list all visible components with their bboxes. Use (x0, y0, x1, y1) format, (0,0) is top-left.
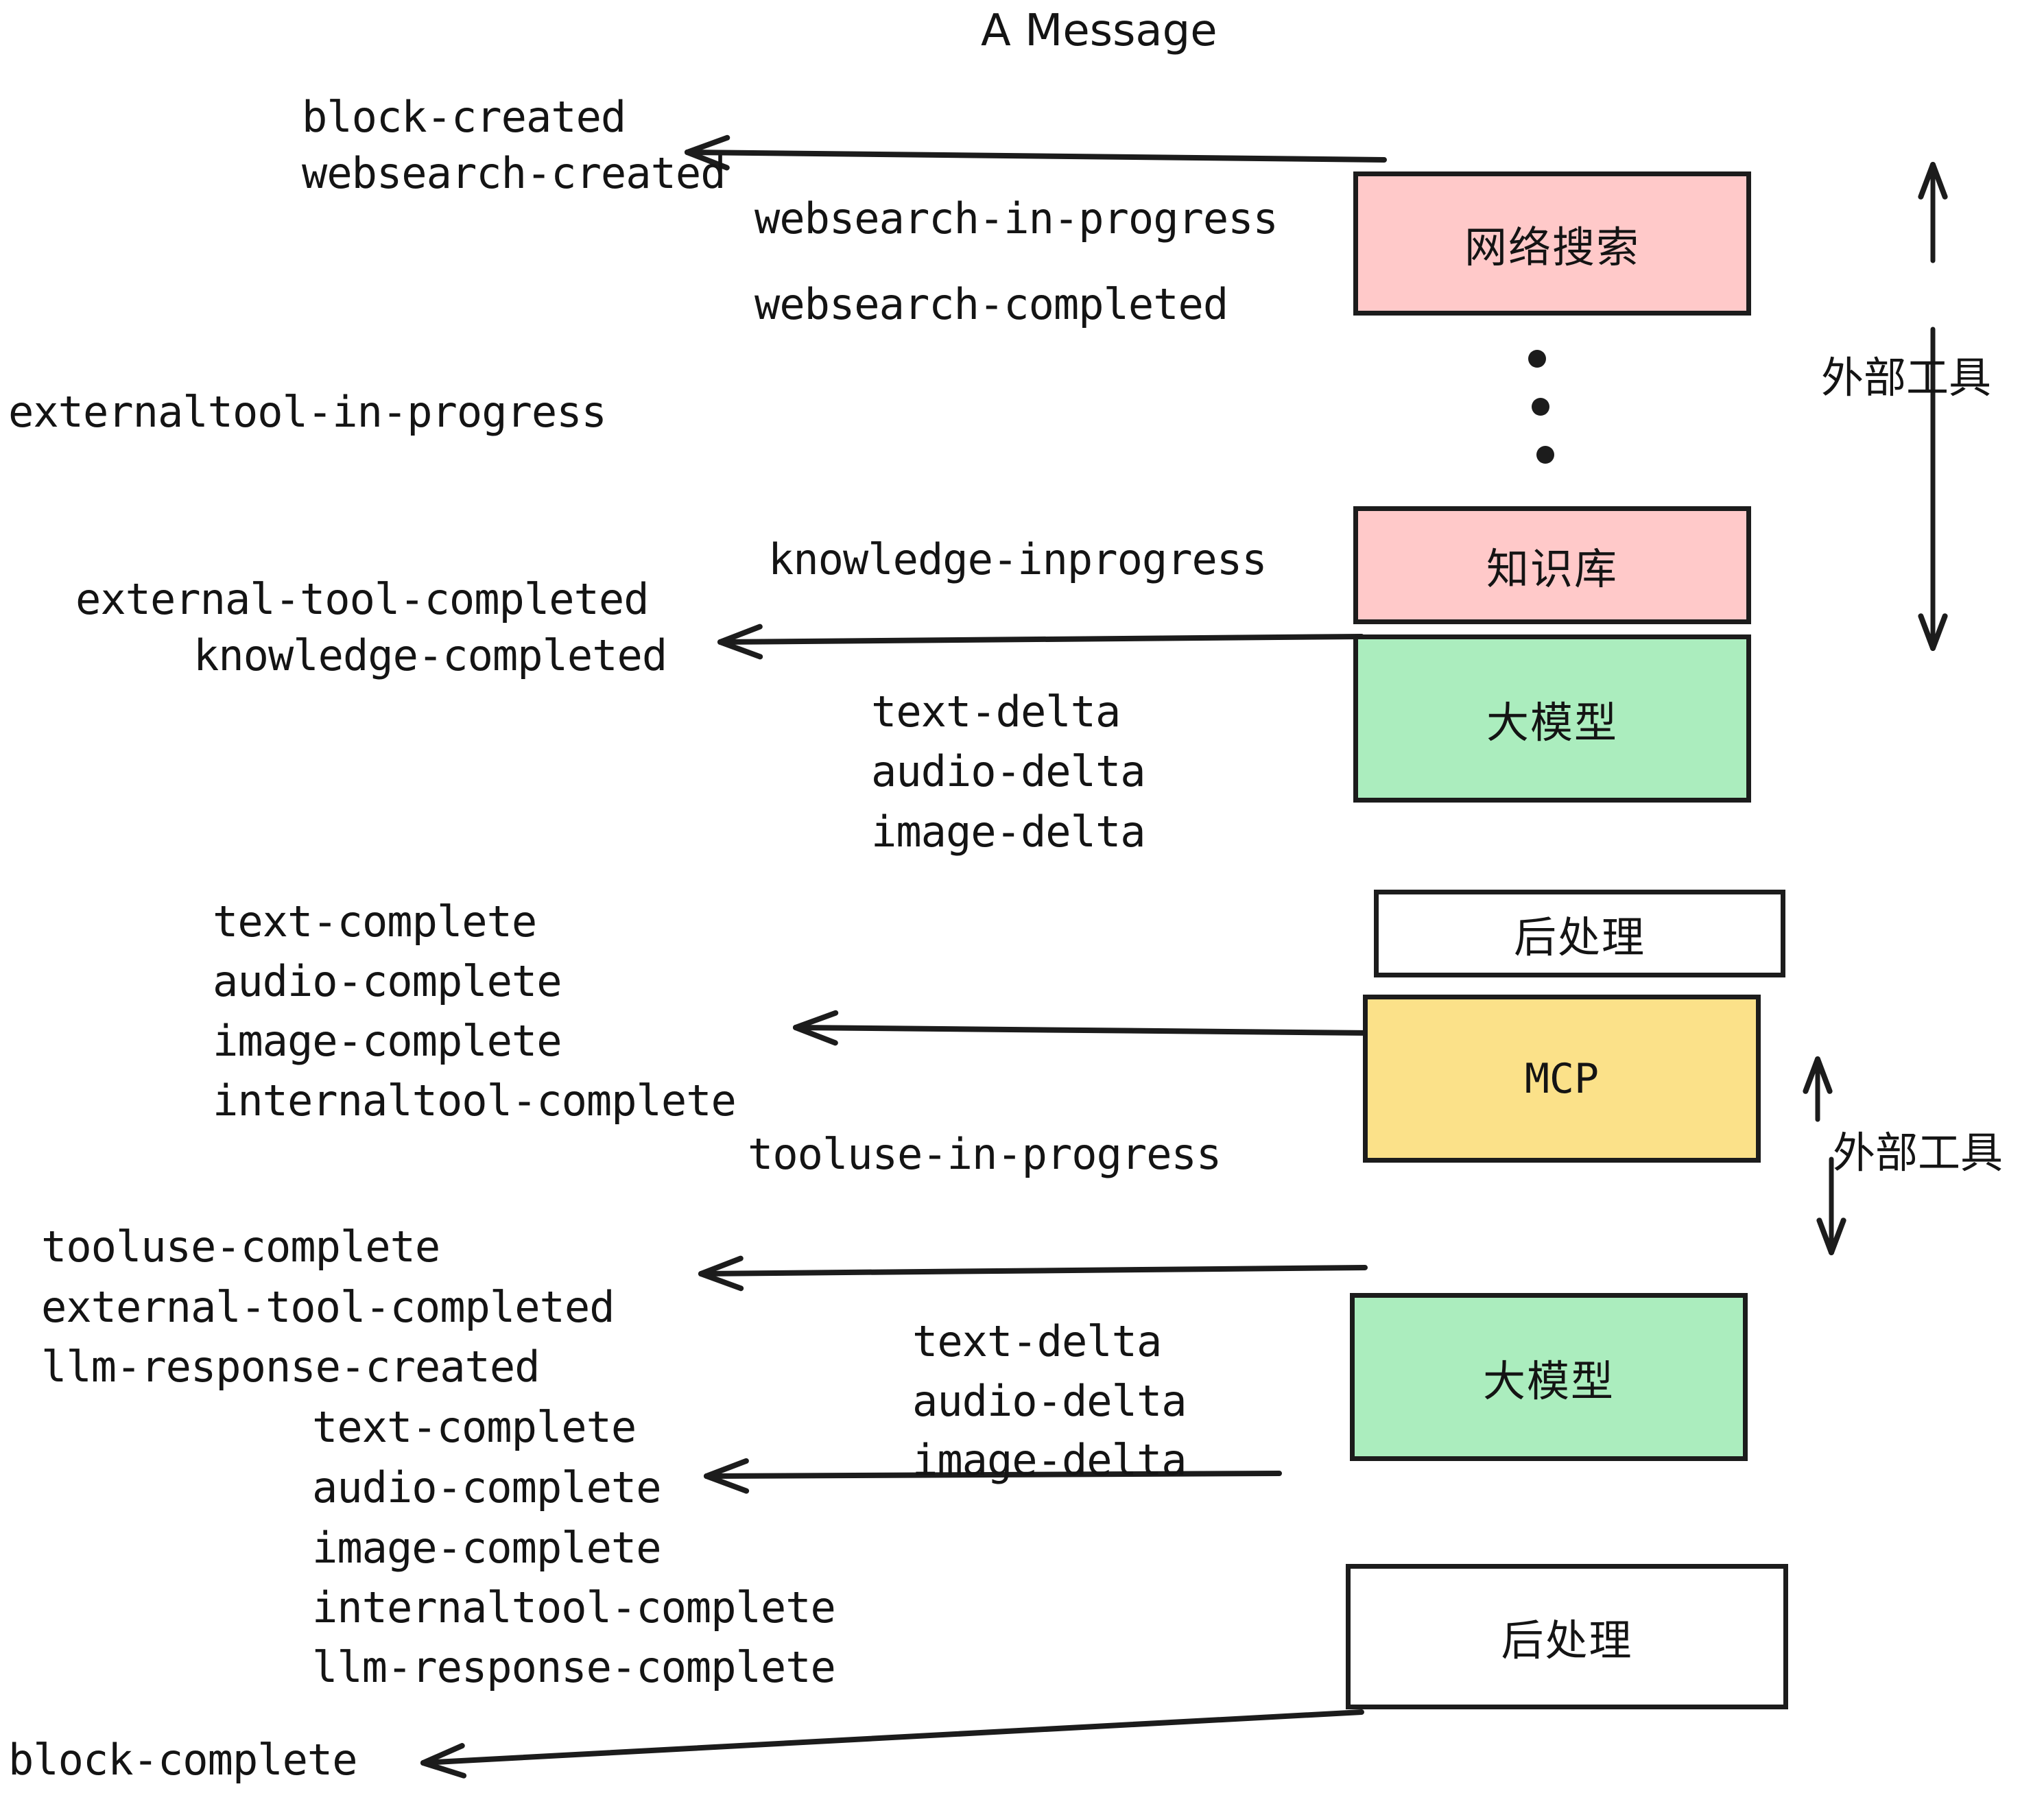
arrow-tooluse-complete-head-barb-1 (698, 1255, 744, 1277)
arrow-audio-complete-head-barb-1 (704, 1458, 749, 1479)
node-box-websearch[interactable]: 网络搜索 (1353, 171, 1751, 316)
event-label-internaltool-complete-1: internaltool-complete (213, 1076, 737, 1126)
event-label-websearch-created: websearch-created (302, 148, 726, 198)
node-box-llm-2[interactable]: 大模型 (1350, 1293, 1748, 1461)
event-label-external-tool-completed-1: external-tool-completed (75, 574, 650, 624)
node-box-mcp[interactable]: MCP (1363, 995, 1761, 1163)
event-label-block-created: block-created (302, 92, 626, 142)
node-box-label: MCP (1524, 1054, 1600, 1103)
event-label-external-tool-completed-2: external-tool-completed (41, 1282, 615, 1332)
arrow-audio-complete-head-barb-2 (704, 1473, 750, 1494)
range-external-top-up-head-barb-2 (1918, 162, 1936, 200)
node-box-label: 大模型 (1482, 1355, 1615, 1406)
range-external-bottom-up-head-barb-2 (1803, 1056, 1820, 1094)
node-box-postprocess-1[interactable]: 后处理 (1374, 890, 1785, 977)
side-label-external-tools-bottom: 外部工具 (1833, 1128, 2004, 1178)
event-label-externaltool-in-progress: externaltool-in-progress (8, 387, 607, 437)
node-box-label: 网络搜索 (1464, 222, 1640, 272)
range-external-top-up-head-barb-1 (1930, 162, 1948, 200)
event-label-block-complete: block-complete (8, 1735, 358, 1785)
ellipsis-dot-1 (1528, 350, 1546, 368)
node-box-postprocess-2[interactable]: 后处理 (1346, 1564, 1788, 1709)
event-label-text-complete-2: text-complete (312, 1402, 637, 1452)
arrow-image-complete-head-barb-2 (793, 1025, 838, 1046)
event-label-image-complete-1: image-complete (213, 1016, 562, 1066)
node-box-label: 后处理 (1501, 1615, 1633, 1665)
page-title: A Message (981, 5, 1217, 56)
event-label-llm-response-complete: llm-response-complete (312, 1642, 836, 1692)
event-label-text-delta-2: text-delta (912, 1316, 1162, 1366)
event-label-knowledge-inprogress: knowledge-inprogress (768, 534, 1268, 584)
arrow-knowledge-completed-head-barb-2 (717, 639, 763, 660)
node-box-label: 后处理 (1513, 912, 1645, 962)
arrow-image-complete (793, 1025, 1375, 1036)
event-label-audio-delta-1: audio-delta (871, 746, 1146, 796)
arrow-knowledge-completed (717, 634, 1364, 645)
arrow-block-created (685, 150, 1387, 163)
node-box-label: 大模型 (1486, 697, 1618, 748)
event-label-image-delta-2: image-delta (912, 1435, 1187, 1485)
arrow-block-complete-head-barb-2 (420, 1760, 467, 1779)
ellipsis-dot-2 (1532, 398, 1549, 416)
event-label-websearch-in-progress: websearch-in-progress (754, 193, 1279, 244)
event-label-audio-complete-1: audio-complete (213, 956, 562, 1006)
arrow-tooluse-complete (698, 1265, 1368, 1277)
event-label-tooluse-complete: tooluse-complete (41, 1222, 440, 1272)
event-label-llm-response-created: llm-response-created (41, 1342, 540, 1392)
arrow-block-complete (420, 1709, 1364, 1766)
event-label-text-complete-1: text-complete (213, 897, 537, 947)
arrow-knowledge-completed-head-barb-1 (717, 624, 763, 645)
arrow-tooluse-complete-head-barb-2 (698, 1271, 744, 1292)
event-label-text-delta-1: text-delta (871, 687, 1121, 737)
event-label-audio-delta-2: audio-delta (912, 1376, 1187, 1426)
node-box-knowledge[interactable]: 知识库 (1353, 506, 1751, 624)
node-box-llm-1[interactable]: 大模型 (1353, 634, 1751, 803)
range-external-top-down-head-barb-1 (1918, 613, 1936, 651)
range-external-top-down-head-barb-2 (1930, 613, 1948, 651)
ellipsis-dot-3 (1536, 446, 1554, 464)
side-label-external-tools-top: 外部工具 (1821, 353, 1992, 403)
range-external-bottom-up-head-barb-1 (1815, 1056, 1833, 1094)
range-external-bottom-down-head-barb-1 (1816, 1218, 1834, 1255)
range-external-bottom-down-head-barb-2 (1829, 1218, 1846, 1255)
event-label-image-complete-2: image-complete (312, 1523, 662, 1573)
event-label-websearch-completed: websearch-completed (754, 279, 1228, 329)
arrow-block-complete-head-barb-1 (420, 1743, 465, 1766)
node-box-label: 知识库 (1486, 544, 1618, 594)
arrow-image-complete-head-barb-1 (793, 1010, 839, 1030)
event-label-image-delta-1: image-delta (871, 807, 1146, 857)
event-label-internaltool-complete-2: internaltool-complete (312, 1582, 836, 1633)
event-label-knowledge-completed: knowledge-completed (193, 630, 667, 680)
event-label-tooluse-in-progress: tooluse-in-progress (748, 1129, 1222, 1179)
event-label-audio-complete-2: audio-complete (312, 1462, 662, 1512)
